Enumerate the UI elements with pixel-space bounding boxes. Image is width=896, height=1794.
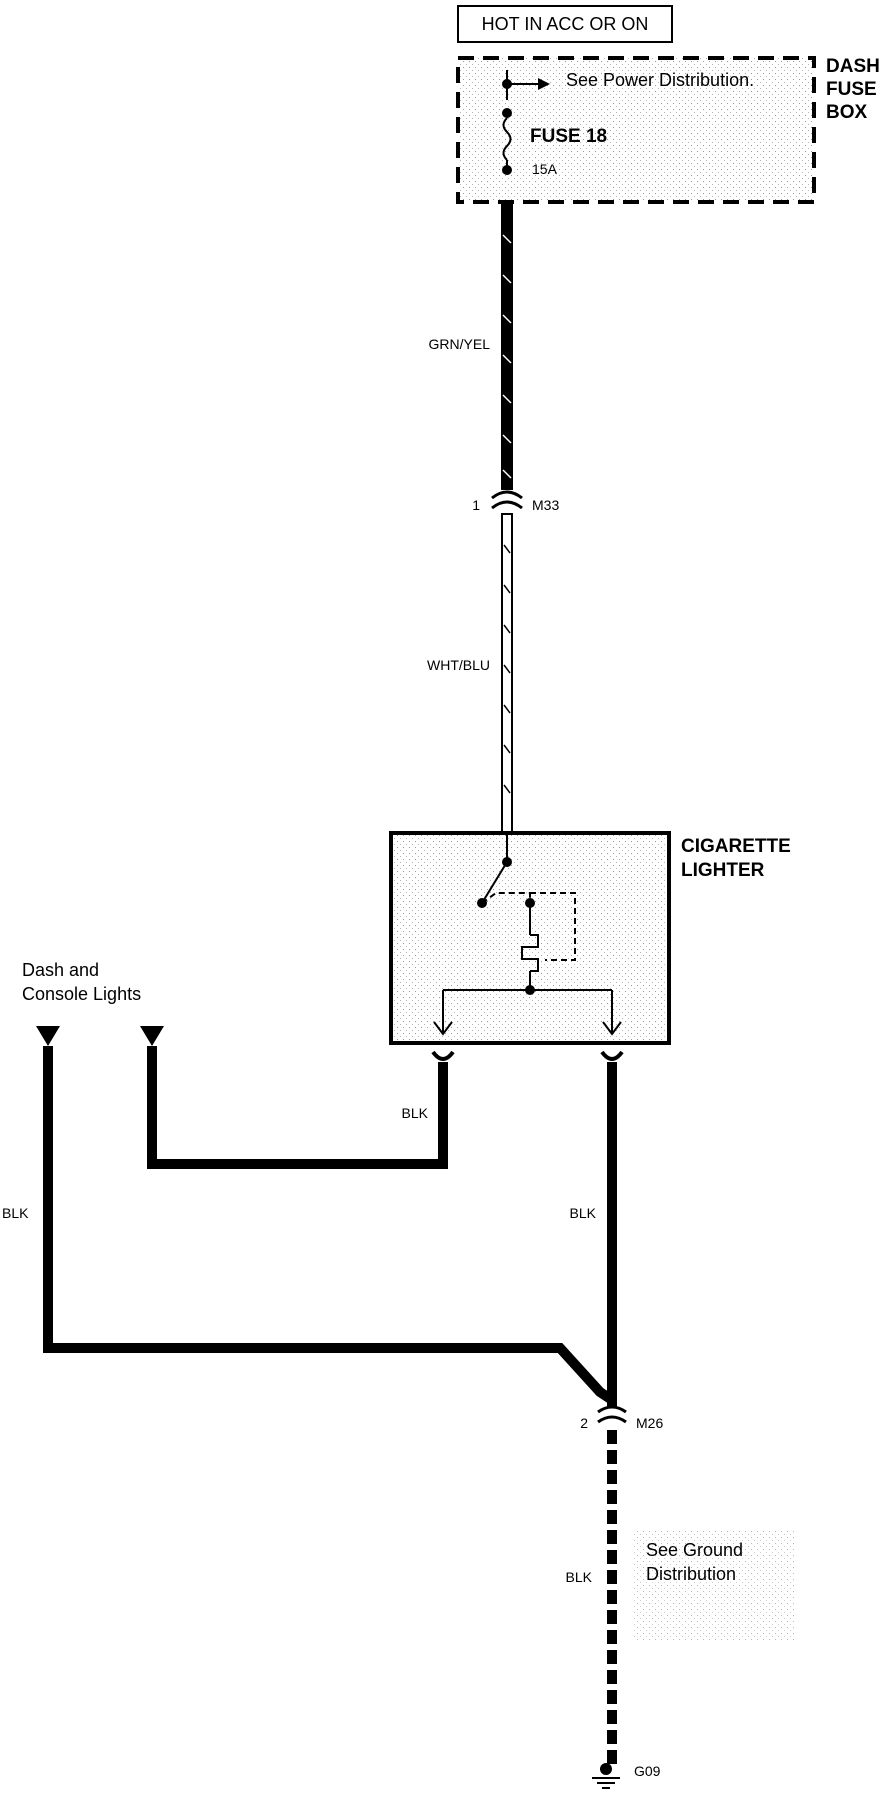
fuse-rating: 15A xyxy=(532,161,558,177)
switch-icon xyxy=(481,861,508,904)
m26-name: M26 xyxy=(636,1415,663,1431)
fuse-box-title-2: FUSE xyxy=(826,79,877,100)
power-source-box: HOT IN ACC OR ON xyxy=(457,5,673,43)
see-power-distribution: See Power Distribution. xyxy=(566,70,754,90)
wire-blk-ground: BLK See Ground Distribution xyxy=(566,1430,794,1770)
wire-blk-lighter-left: BLK xyxy=(147,1046,448,1169)
wire-grn-yel: GRN/YEL xyxy=(429,200,513,490)
triangle-down-icon xyxy=(140,1026,164,1046)
lighter-title-2: LIGHTER xyxy=(681,860,765,881)
ground-name: G09 xyxy=(634,1763,661,1779)
connector-m26: 2 M26 xyxy=(580,1405,663,1431)
connector-m33: 1 M33 xyxy=(472,490,559,513)
see-ground-note-1: See Ground xyxy=(646,1540,743,1560)
triangle-down-icon xyxy=(36,1026,60,1046)
power-source-label: HOT IN ACC OR ON xyxy=(482,14,649,34)
ground-icon xyxy=(592,1777,620,1789)
m33-name: M33 xyxy=(532,497,559,513)
fuse-name: FUSE 18 xyxy=(530,126,607,147)
dash-lights-label-1: Dash and xyxy=(22,960,99,980)
wire-label-grn-yel: GRN/YEL xyxy=(429,336,491,352)
m33-pin: 1 xyxy=(472,497,480,513)
fuse-box-title-1: DASH xyxy=(826,56,880,77)
wire-wht-blu: WHT/BLU xyxy=(427,513,513,835)
ground-g09: G09 xyxy=(592,1763,661,1789)
heating-element-icon xyxy=(521,934,539,972)
wire-label-wht-blu: WHT/BLU xyxy=(427,657,490,673)
see-ground-note-2: Distribution xyxy=(646,1564,736,1584)
lighter-title-1: CIGARETTE xyxy=(681,836,791,857)
wire-blk-lighter-right: BLK xyxy=(570,1062,617,1408)
wire-label-blk-4: BLK xyxy=(566,1569,593,1585)
dash-console-lights: Dash and Console Lights xyxy=(22,960,164,1046)
fuse-box-title-3: BOX xyxy=(826,102,868,123)
wire-blk-far-left: BLK xyxy=(2,1046,615,1405)
dash-fuse-box: DASH FUSE BOX See Power Distribution. FU… xyxy=(456,56,880,204)
dash-lights-label-2: Console Lights xyxy=(22,984,141,1004)
lighter-output-connectors xyxy=(431,1050,624,1061)
wire-label-blk-1: BLK xyxy=(402,1105,429,1121)
wire-label-blk-3: BLK xyxy=(570,1205,597,1221)
cigarette-lighter-box: CIGARETTE LIGHTER xyxy=(389,831,791,1045)
m26-pin: 2 xyxy=(580,1415,588,1431)
fuse-icon xyxy=(502,117,512,161)
wire-label-blk-2: BLK xyxy=(2,1205,29,1221)
